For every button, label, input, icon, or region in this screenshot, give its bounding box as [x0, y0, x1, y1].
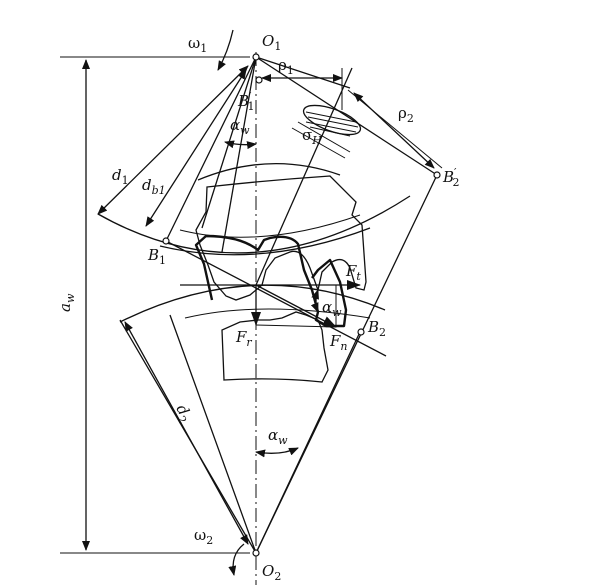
O1-label: O1: [262, 32, 281, 53]
d1-label: d1: [112, 166, 129, 187]
aw-label: aw: [56, 293, 77, 312]
d2-dimension: [124, 321, 249, 545]
diameter-dimensions-1: [97, 65, 249, 227]
point-O2: [252, 549, 260, 557]
force-arrows: [180, 280, 361, 328]
B2-label: B2: [367, 318, 386, 339]
B1-label: B1: [147, 246, 166, 267]
alpha-w-bottom-label: αw: [268, 426, 288, 447]
omega1-arrow: [217, 29, 234, 71]
Ft-label: Ft: [345, 262, 361, 283]
normal-line: [255, 67, 353, 286]
db1-label: db1: [142, 176, 166, 197]
Fr-label: Fr: [235, 328, 252, 349]
point-B2-prime: [433, 171, 441, 179]
rho1-label: ρ1: [278, 56, 294, 77]
gear2-geometry: [119, 174, 438, 554]
alpha-w-top-label: αw: [230, 116, 250, 137]
omega2-arrow: [228, 543, 245, 576]
gear1-geometry: [165, 56, 438, 253]
gear2-tooth-profile: [221, 311, 329, 383]
omega2-label: ω2: [194, 526, 213, 547]
sigma-H-label: σH: [302, 126, 322, 147]
omega1-label: ω1: [188, 34, 207, 55]
contact-stress-ellipse: [291, 104, 362, 159]
point-B1-prime: [255, 76, 263, 84]
alpha-angle-marks: [224, 140, 319, 458]
O2-label: O2: [262, 562, 281, 583]
point-B1: [162, 237, 170, 245]
d2-label: d2: [170, 401, 196, 426]
rho2-dimension: [347, 89, 443, 169]
point-B2: [357, 328, 365, 336]
B1-prime-label: B′1: [237, 90, 255, 113]
center-distance-dimension: [60, 56, 250, 554]
rho2-label: ρ2: [398, 104, 414, 125]
B2-prime-label: B′2: [442, 166, 460, 189]
point-O1: [252, 53, 260, 61]
rho1-dimension: [261, 68, 343, 110]
alpha-w-mid-label: αw: [322, 298, 342, 319]
gear1-tooth-profile: [195, 175, 367, 301]
Fn-label: Fn: [329, 332, 348, 353]
